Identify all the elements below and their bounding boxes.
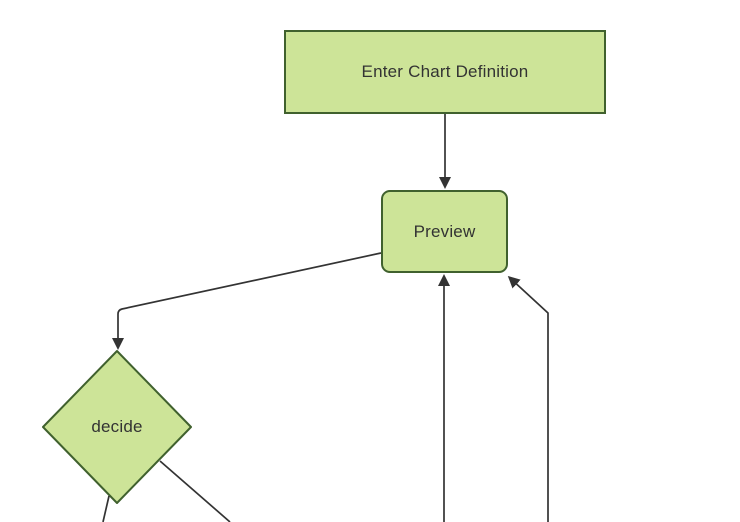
- node-enter-chart-definition-label: Enter Chart Definition: [361, 62, 529, 81]
- edge-decide-to-offscreen-left: [102, 495, 110, 522]
- node-enter-chart-definition: Enter Chart Definition: [284, 30, 606, 114]
- node-preview-label: Preview: [413, 221, 476, 241]
- edge-preview-to-decide: [112, 252, 382, 350]
- edge-decide-to-offscreen-right: [159, 460, 231, 522]
- node-decide-shape: [42, 350, 192, 504]
- node-preview: Preview: [381, 190, 508, 273]
- node-decide-label: decide: [91, 417, 143, 436]
- edge-bottom-right-to-preview: [507, 275, 549, 522]
- node-decide: decide: [47, 417, 187, 437]
